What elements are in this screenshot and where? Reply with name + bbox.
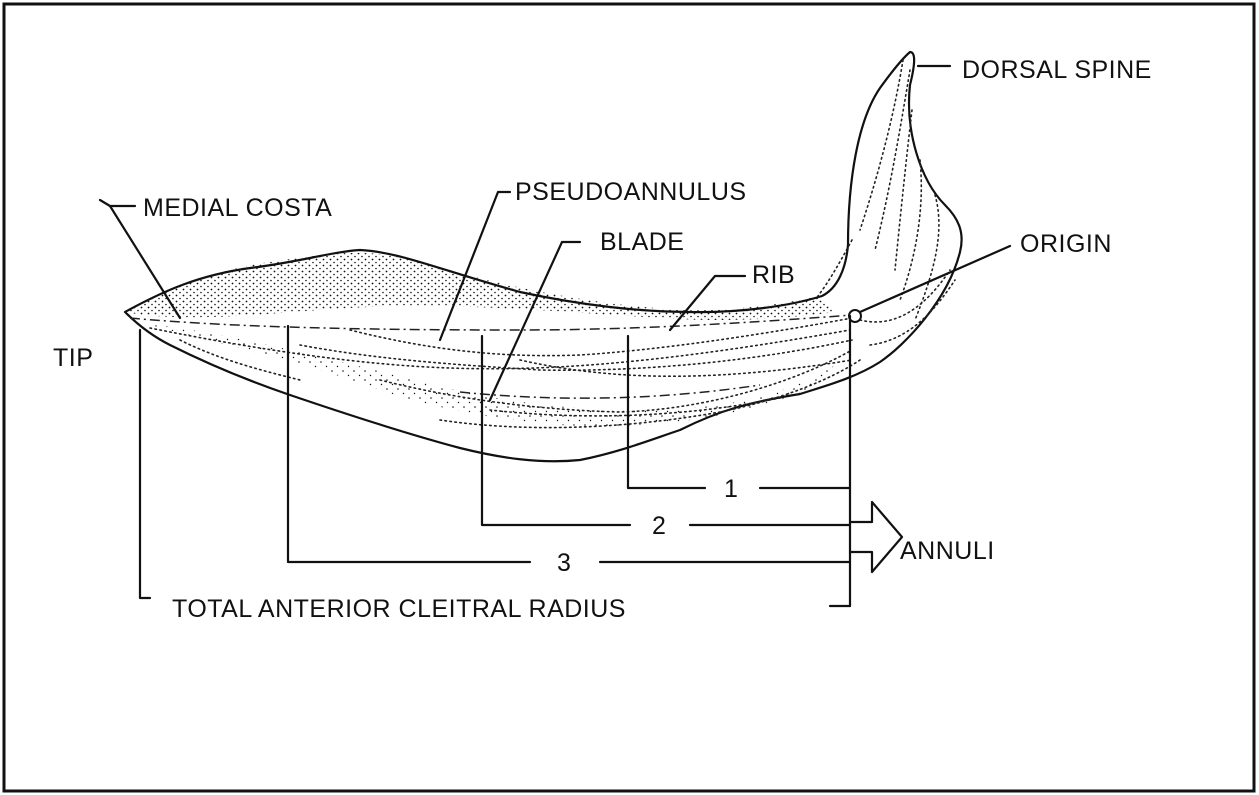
label-origin: ORIGIN [1020,230,1112,258]
label-total-radius: TOTAL ANTERIOR CLEITRAL RADIUS [172,595,626,623]
label-annulus-1: 1 [724,475,738,503]
label-annuli: ANNULI [900,537,995,565]
label-dorsal-spine: DORSAL SPINE [962,56,1152,84]
upper-stipple-band [125,253,835,320]
blade-outline [125,52,962,461]
label-rib: RIB [752,261,795,289]
label-pseudoannulus: PSEUDOANNULUS [515,178,747,206]
label-tip: TIP [53,344,93,372]
label-blade: BLADE [600,228,684,256]
leader-lines [100,66,1010,400]
label-annulus-3: 3 [557,549,571,577]
cleithrum-bone [125,52,962,461]
label-medial-costa: MEDIAL COSTA [143,194,332,222]
annuli-arrow [850,502,902,572]
label-annulus-2: 2 [652,512,666,540]
measurement-brackets [140,316,850,606]
